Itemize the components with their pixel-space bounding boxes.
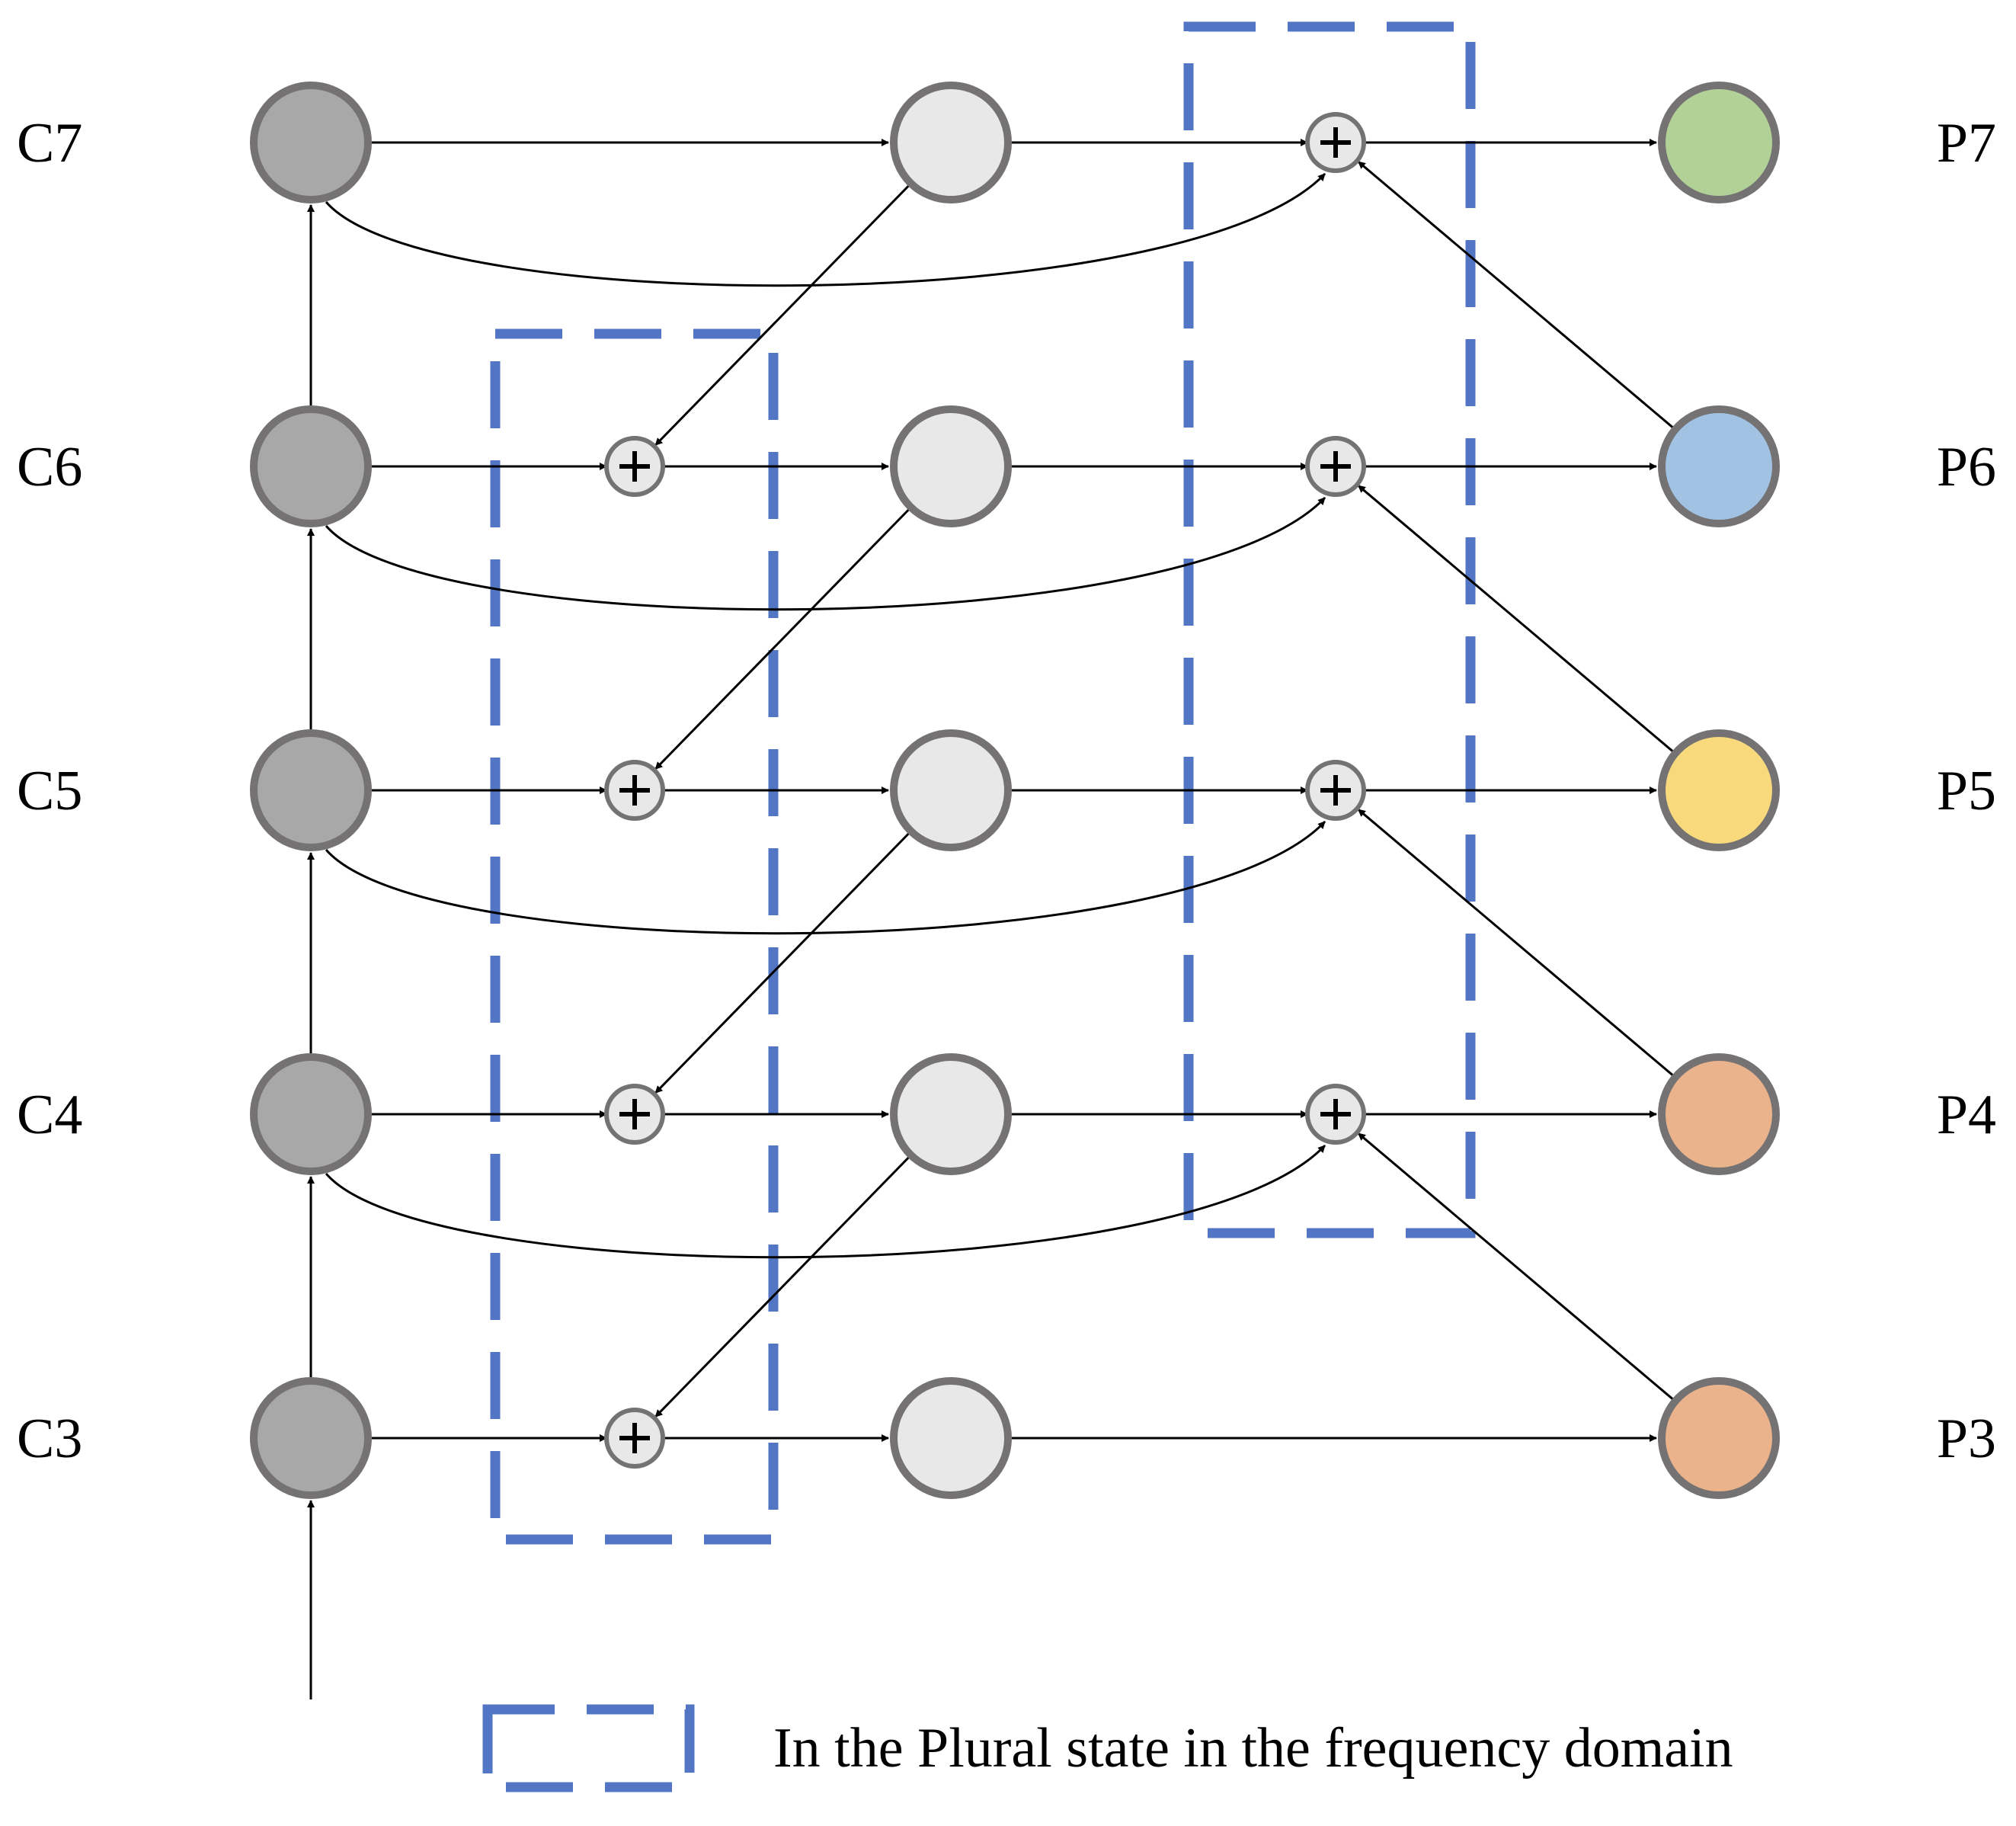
edge-p6-to-plus-r7	[1357, 161, 1675, 431]
output-label-p3: P3	[1937, 1408, 1996, 1470]
dashed-box-left	[490, 328, 779, 1545]
output-labels: P7 P6 P5 P4 P3	[1937, 112, 1996, 1470]
nodes	[250, 82, 1780, 1499]
output-label-p4: P4	[1937, 1084, 1996, 1146]
input-node-c4	[250, 1053, 372, 1175]
mid-node-3	[890, 1377, 1012, 1499]
edge-skip-c7-to-plus-r7	[325, 172, 1326, 287]
edge-skip-c5-to-plus-r5	[325, 820, 1326, 935]
input-node-c3	[250, 1377, 372, 1499]
output-node-p7	[1658, 82, 1780, 203]
edge-skip-c6-to-plus-r6	[325, 496, 1326, 611]
mid-node-6	[890, 405, 1012, 527]
edge-p3-to-plus-r4	[1357, 1132, 1675, 1402]
dashed-box-left-outline	[490, 328, 779, 1545]
add-node-right-7-plus-sign	[1320, 127, 1351, 158]
add-node-left-4	[604, 1084, 665, 1145]
output-label-p6: P6	[1937, 436, 1996, 498]
output-node-p3	[1658, 1377, 1780, 1499]
edge-mid4-to-plus-l3	[654, 1155, 911, 1418]
input-node-c5	[250, 729, 372, 851]
input-label-c6: C6	[17, 436, 82, 498]
add-node-left-3	[604, 1408, 665, 1469]
edge-mid5-to-plus-l4	[654, 831, 911, 1094]
add-node-right-5-plus-sign	[1320, 775, 1351, 806]
output-node-p6	[1658, 405, 1780, 527]
input-label-c5: C5	[17, 760, 82, 822]
add-node-left-4-plus-sign	[619, 1099, 650, 1129]
add-node-left-6-plus-sign	[619, 451, 650, 482]
mid-node-4	[890, 1053, 1012, 1175]
add-node-right-4	[1305, 1084, 1366, 1145]
legend-text: In the Plural state in the frequency dom…	[773, 1717, 1733, 1780]
add-node-right-7	[1305, 112, 1366, 173]
add-node-right-4-plus-sign	[1320, 1099, 1351, 1129]
add-node-right-6-plus-sign	[1320, 451, 1351, 482]
mid-node-5	[890, 729, 1012, 851]
output-label-p7: P7	[1937, 112, 1996, 175]
legend: In the Plural state in the frequency dom…	[482, 1704, 1733, 1792]
input-label-c4: C4	[17, 1084, 82, 1146]
dashed-box-right-outline	[1183, 21, 1476, 1238]
output-node-p5	[1658, 729, 1780, 851]
edge-p4-to-plus-r5	[1357, 809, 1675, 1078]
add-node-right-5	[1305, 760, 1366, 821]
add-node-left-5	[604, 760, 665, 821]
input-node-c7	[250, 82, 372, 203]
edge-mid7-to-plus-l6	[654, 183, 911, 447]
add-node-left-3-plus-sign	[619, 1423, 650, 1453]
legend-dashed-swatch	[482, 1704, 695, 1792]
edges	[307, 139, 1675, 1699]
mid-node-7	[890, 82, 1012, 203]
edge-p5-to-plus-r6	[1357, 485, 1675, 754]
edge-skip-c4-to-plus-r4	[325, 1144, 1326, 1259]
input-label-c3: C3	[17, 1408, 82, 1470]
output-node-p4	[1658, 1053, 1780, 1175]
edge-mid6-to-plus-l5	[654, 507, 911, 770]
add-node-right-6	[1305, 436, 1366, 497]
add-node-left-6	[604, 436, 665, 497]
input-node-c6	[250, 405, 372, 527]
dashed-box-right	[1183, 21, 1476, 1238]
input-label-c7: C7	[17, 112, 82, 175]
add-node-left-5-plus-sign	[619, 775, 650, 806]
input-labels: C7 C6 C5 C4 C3	[17, 112, 82, 1470]
output-label-p5: P5	[1937, 760, 1996, 822]
